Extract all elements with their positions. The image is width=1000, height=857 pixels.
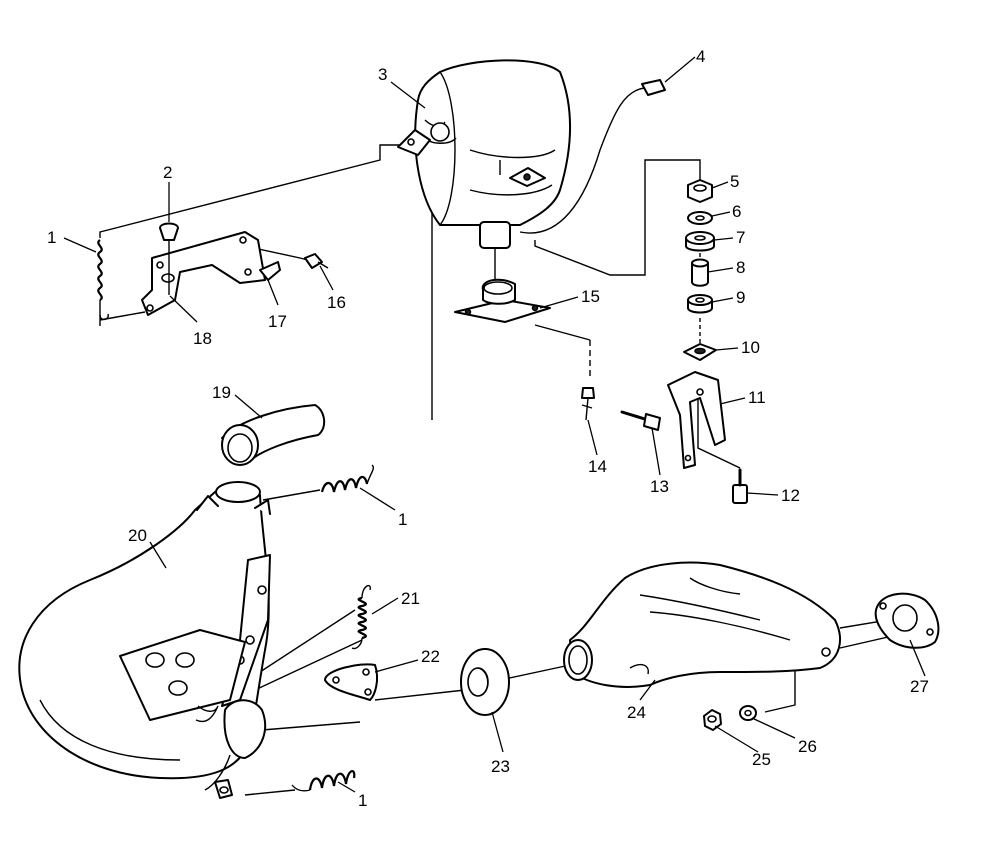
part-label-25: 25 bbox=[752, 750, 771, 769]
part-label-17: 17 bbox=[268, 312, 287, 331]
part-label-26: 26 bbox=[798, 737, 817, 756]
mount-plate bbox=[454, 278, 551, 323]
silencer-box bbox=[397, 59, 572, 285]
part-label-14: 14 bbox=[588, 457, 607, 476]
part-label-15: 15 bbox=[581, 287, 600, 306]
part-label-24: 24 bbox=[627, 703, 646, 722]
plate-22 bbox=[324, 663, 379, 701]
washer-26 bbox=[739, 705, 757, 721]
part-label-20: 20 bbox=[128, 526, 147, 545]
bolt-12 bbox=[732, 468, 748, 504]
nut-25 bbox=[703, 709, 722, 731]
part-label-8: 8 bbox=[736, 258, 745, 277]
part-label-5: 5 bbox=[730, 172, 739, 191]
part-label-6: 6 bbox=[732, 202, 741, 221]
bracket-11 bbox=[667, 371, 726, 469]
part-label-1-lower: 1 bbox=[358, 791, 367, 810]
part-label-21: 21 bbox=[401, 589, 420, 608]
part-label-23: 23 bbox=[491, 757, 510, 776]
part-label-13: 13 bbox=[650, 477, 669, 496]
part-label-18: 18 bbox=[193, 329, 212, 348]
part-label-11: 11 bbox=[748, 388, 766, 407]
spring-1-upper bbox=[97, 239, 146, 326]
gasket-27 bbox=[874, 592, 940, 649]
spring-21 bbox=[351, 584, 371, 650]
part-label-9: 9 bbox=[736, 288, 745, 307]
part-label-12: 12 bbox=[781, 486, 800, 505]
part-label-1-mid: 1 bbox=[398, 510, 407, 529]
part-labels: 1 2 3 4 5 6 7 8 9 10 11 12 13 14 15 16 1… bbox=[47, 47, 929, 810]
bolt-13 bbox=[620, 410, 661, 431]
part-label-4: 4 bbox=[696, 47, 705, 66]
part-label-27: 27 bbox=[910, 677, 929, 696]
part-label-3: 3 bbox=[378, 65, 387, 84]
part-label-22: 22 bbox=[421, 647, 440, 666]
lower-muffler bbox=[563, 561, 841, 688]
upper-bracket bbox=[141, 222, 329, 316]
spring-1-mid bbox=[320, 464, 375, 493]
stud-14 bbox=[581, 387, 595, 421]
part-label-1-upper: 1 bbox=[47, 228, 56, 247]
expansion-chamber bbox=[18, 481, 271, 799]
grommet-23 bbox=[460, 648, 510, 716]
label-leaders bbox=[63, 56, 926, 793]
part-label-7: 7 bbox=[736, 228, 745, 247]
part-label-2: 2 bbox=[163, 163, 172, 182]
part-label-16: 16 bbox=[327, 293, 346, 312]
sensor-wire bbox=[519, 79, 666, 234]
part-label-10: 10 bbox=[741, 338, 760, 357]
part-label-19: 19 bbox=[212, 383, 231, 402]
fastener-stack bbox=[683, 179, 717, 361]
hose-19 bbox=[221, 404, 326, 466]
spring-1-lower bbox=[291, 770, 356, 792]
